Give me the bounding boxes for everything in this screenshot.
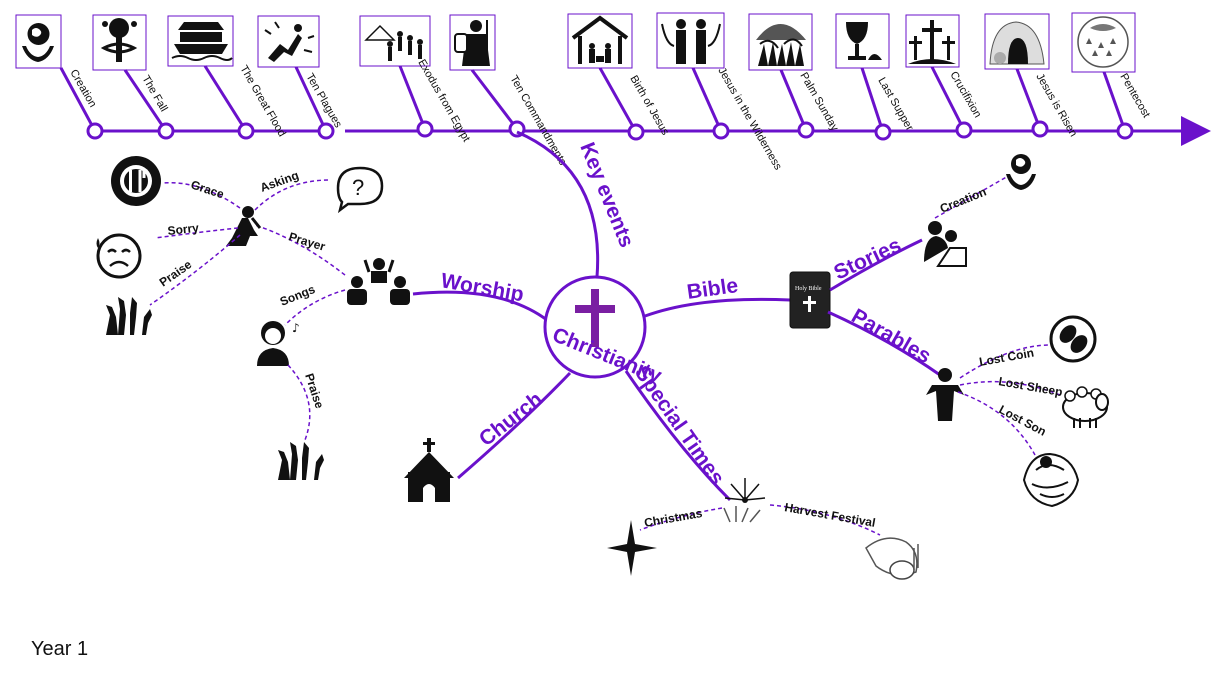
timeline-event-pentecost[interactable]: Pentecost [1071,12,1152,140]
svg-text:♪: ♪ [292,321,300,335]
plate-cutlery-icon [111,156,161,206]
sad-face-icon [96,233,142,279]
branch-label-worship: Worship [439,269,525,306]
label-prayer: Prayer [287,229,327,253]
timeline-label-pentecost: Pentecost [1117,72,1152,120]
three-crosses-icon [908,20,956,64]
dove-flames-icon [1077,16,1129,68]
timeline-event-the-fall[interactable]: The Fall [92,14,175,140]
plague-icon [264,21,315,62]
sheep-icon [1062,386,1109,428]
kneeling-person-icon [226,206,262,246]
reading-person-icon [924,221,967,267]
label-grace: Grace [189,178,226,202]
raised-hands-icon [106,297,152,335]
timeline-label-ten-plagues: Ten Plagues [303,72,344,131]
branch-line-special-times [624,370,732,502]
branch-label-parables: Parables [848,304,935,368]
holy-bible-icon: Holy Bible [789,271,831,329]
label-stories-creation: Creation [938,185,988,216]
label-lost-son: Lost Son [997,402,1049,438]
palms-icon [756,24,806,66]
fireworks-icon [723,478,766,523]
globe-hands-icon [22,23,54,62]
label-prayer-praise: Praise [157,257,195,289]
branch-line-key-events [516,130,600,278]
chalice-icon [846,22,882,60]
timeline-label-wilderness: Jesus in the Wilderness [715,66,784,173]
timeline-label-crucifixion: Crucifixion [947,70,983,120]
label-harvest-festival: Harvest Festival [783,500,876,530]
timeline-event-creation[interactable]: Creation [15,14,104,140]
congregation-icon [347,258,410,305]
serpent-tree-icon [100,18,138,62]
label-sorry: Sorry [167,221,200,238]
ark-icon [171,22,233,61]
star-icon [607,520,657,576]
branch-label-stories: Stories [830,234,904,285]
timeline-event-ten-commandments[interactable]: Ten Commandments [449,14,569,168]
timeline-event-crucifixion[interactable]: Crucifixion [905,14,983,139]
timeline-event-palm-sunday[interactable]: Palm Sunday [748,13,841,139]
timeline-event-birth-of-jesus[interactable]: Birth of Jesus [567,13,671,141]
coins-icon [1049,315,1097,363]
branch-line-church [457,371,572,480]
branch-line-bible [644,297,791,318]
svg-text:Holy Bible: Holy Bible [795,286,822,292]
timeline-label-the-fall: The Fall [139,74,169,114]
embrace-icon [1022,452,1080,508]
church-icon [404,438,454,502]
empty-tomb-icon [989,21,1045,65]
raised-hands-icon-2 [278,442,324,480]
jesus-figure-icon [926,368,964,421]
branch-line-worship [412,290,548,322]
wilderness-icon [661,19,721,64]
singer-icon: ♪ [257,321,300,366]
label-asking: Asking [258,168,300,195]
cornucopia-icon [865,537,919,580]
center-node[interactable]: Christianity [543,275,665,388]
moses-tablets-icon [454,20,490,66]
label-christmas: Christmas [643,506,704,530]
branch-label-church: Church [475,388,547,451]
globe-hands-icon-2 [1006,154,1036,190]
label-lost-sheep: Lost Sheep [997,374,1063,399]
cross-icon [575,289,615,347]
question-bubble-icon: ? [336,166,384,214]
year-label: Year 1 [31,638,89,660]
svg-text:?: ? [352,175,364,200]
label-lost-coin: Lost Coin [978,346,1035,369]
exodus-icon [364,24,423,61]
nativity-icon [571,15,629,64]
timeline-event-jesus-is-risen[interactable]: Jesus is Risen [984,13,1079,139]
timeline-event-last-supper[interactable]: Last Supper [835,13,916,141]
